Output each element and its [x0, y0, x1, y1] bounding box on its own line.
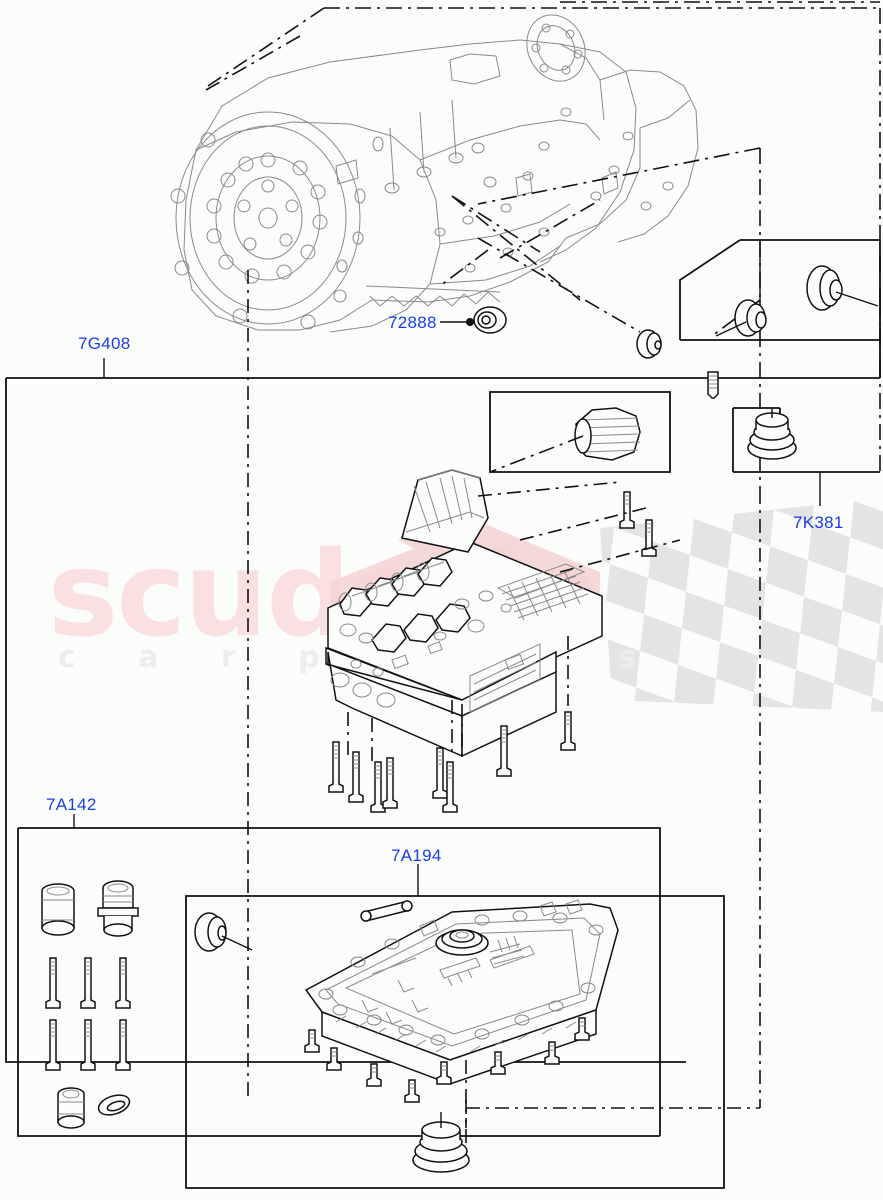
plug-upper-right-small — [715, 299, 767, 337]
part-label-7a142[interactable]: 7A142 — [46, 795, 97, 814]
valve-body-bolts — [328, 481, 681, 813]
sleeve-part — [57, 1087, 85, 1129]
oil-pan-bolts — [304, 1017, 590, 1103]
part-label-72888[interactable]: 72888 — [388, 313, 437, 332]
oil-pan-drain-plug-bottom — [412, 1060, 470, 1173]
group-box-7a194 — [185, 864, 725, 1189]
seal-kit-parts-7a142 — [41, 880, 139, 1129]
plug-pan-left — [194, 912, 253, 952]
transmission-oil-pan-7a194 — [304, 899, 619, 1085]
part-label-7g408[interactable]: 7G408 — [78, 334, 131, 353]
coil-spring-part — [489, 407, 641, 473]
part-label-7a194[interactable]: 7A194 — [391, 846, 442, 865]
group-box-coil-detail — [489, 391, 671, 473]
group-box-upper-right — [679, 239, 881, 378]
bushing-part — [41, 883, 75, 936]
group-box-7k381 — [732, 407, 880, 506]
sealing-washer-72888 — [440, 306, 507, 334]
valve-body-mechatronic-unit — [325, 469, 603, 758]
bolt-upper-right — [707, 371, 719, 399]
o-ring-part — [97, 1094, 131, 1116]
drain-plug-7k381 — [747, 408, 797, 460]
part-label-7k381[interactable]: 7K381 — [793, 513, 844, 532]
flanged-bushing-part — [97, 880, 139, 937]
plug-mid-small — [636, 329, 662, 359]
transmission-housing — [170, 14, 699, 333]
plug-upper-right-large — [806, 265, 879, 311]
